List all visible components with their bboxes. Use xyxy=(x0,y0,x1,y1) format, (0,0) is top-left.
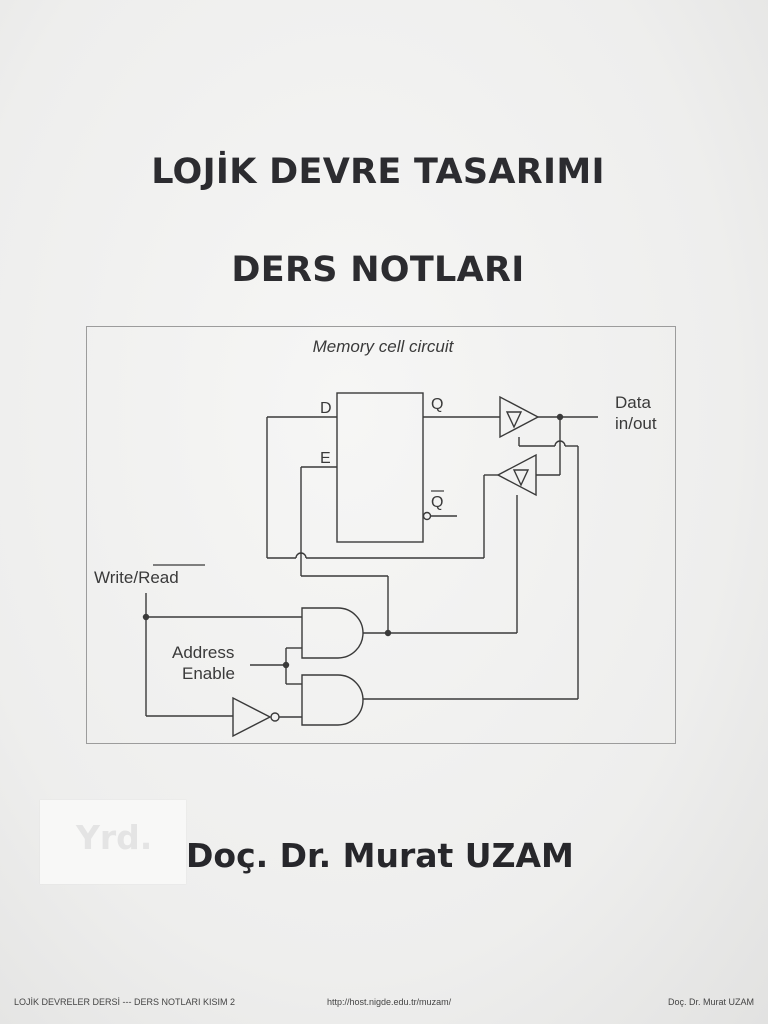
footer-course: LOJİK DEVRELER DERSİ --- DERS NOTLARI KI… xyxy=(14,997,236,1007)
title-line-1: LOJİK DEVRE TASARIMI xyxy=(151,152,605,192)
faded-prefix: Yrd. xyxy=(76,818,153,857)
label-patch: Yrd. xyxy=(40,800,186,884)
footer-url[interactable]: http://host.nigde.edu.tr/muzam/ xyxy=(327,997,452,1007)
footer-author: Doç. Dr. Murat UZAM xyxy=(667,997,754,1007)
author-name: Doç. Dr. Murat UZAM xyxy=(186,836,574,875)
figure-frame xyxy=(86,326,676,744)
title-line-2: DERS NOTLARI xyxy=(231,250,525,290)
